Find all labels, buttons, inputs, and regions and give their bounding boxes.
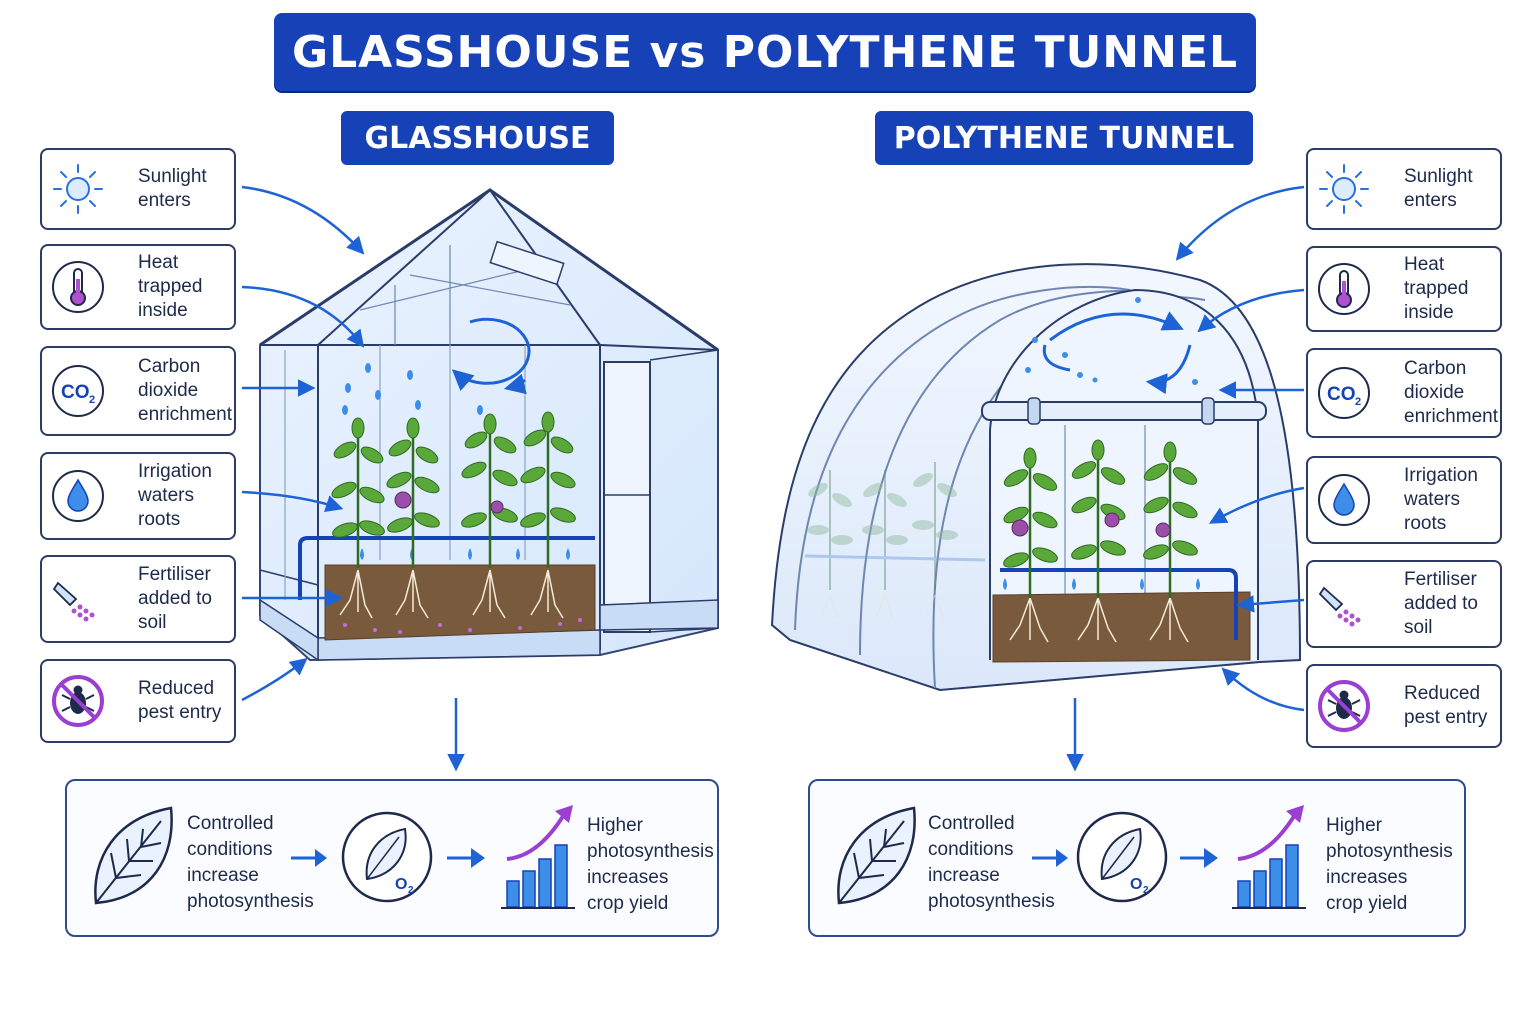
tunnel-heading: POLYTHENE TUNNEL — [875, 111, 1253, 165]
title-banner: GLASSHOUSE vs POLYTHENE TUNNEL — [274, 13, 1256, 91]
factor-label: Sunlight enters — [1404, 166, 1473, 211]
sun-icon — [53, 164, 103, 214]
annotation-arrows — [241, 185, 1305, 772]
thermometer-icon — [1318, 263, 1370, 315]
factor-label: Reduced pest entry — [1404, 683, 1488, 728]
o2-label: O — [1130, 876, 1142, 893]
factor-card-co2: CO 2 Carbon dioxide enrichment — [40, 346, 236, 436]
factor-card-fertiliser: Fertiliser added to soil — [40, 555, 236, 643]
sun-icon — [1319, 164, 1369, 214]
svg-text:2: 2 — [408, 885, 414, 896]
flow-step1-text: Controlled conditions increase photosynt… — [928, 813, 1055, 912]
flow-step3-text: Higher photosynthesis increases crop yie… — [1326, 815, 1453, 914]
tunnel-illustration — [770, 263, 1302, 692]
factor-card-fertiliser: Fertiliser added to soil — [1306, 560, 1502, 648]
factor-label: Irrigation waters roots — [1404, 465, 1478, 534]
co2-label: CO — [1327, 384, 1356, 405]
factor-card-pest: Reduced pest entry — [40, 659, 236, 743]
water-drop-icon — [52, 470, 104, 522]
factor-card-irrigation: Irrigation waters roots — [1306, 456, 1502, 544]
factor-card-heat: Heat trapped inside — [1306, 246, 1502, 332]
arrow-right-icon — [447, 848, 485, 868]
svg-text:2: 2 — [1355, 396, 1361, 408]
fertiliser-scoop-icon — [1318, 586, 1361, 627]
svg-text:2: 2 — [89, 394, 95, 406]
factor-label: Reduced pest entry — [138, 678, 222, 723]
factor-card-sunlight: Sunlight enters — [1306, 148, 1502, 230]
factor-label: Heat trapped inside — [1404, 254, 1469, 323]
leaf-icon — [837, 806, 916, 905]
factor-card-irrigation: Irrigation waters roots — [40, 452, 236, 540]
factor-label: Carbon dioxide enrichment — [138, 356, 232, 425]
growth-bar-chart-icon — [1232, 805, 1306, 909]
factor-card-pest: Reduced pest entry — [1306, 664, 1502, 748]
co2-label: CO — [61, 382, 90, 403]
thermometer-icon — [52, 261, 104, 313]
glasshouse-illustration — [259, 188, 719, 662]
leaf-icon — [94, 806, 173, 905]
factor-label: Sunlight enters — [138, 166, 207, 211]
arrow-right-icon — [291, 849, 327, 867]
fertiliser-scoop-icon — [52, 581, 95, 622]
no-pest-icon — [52, 675, 104, 727]
arrow-right-icon — [1032, 849, 1068, 867]
no-pest-icon — [1318, 680, 1370, 732]
water-drop-icon — [1318, 474, 1370, 526]
co2-icon: CO 2 — [52, 365, 104, 417]
factor-label: Fertiliser added to soil — [1404, 569, 1478, 638]
factor-card-co2: CO 2 Carbon dioxide enrichment — [1306, 348, 1502, 438]
page-title: GLASSHOUSE vs POLYTHENE TUNNEL — [291, 26, 1239, 78]
arrow-right-icon — [1180, 848, 1218, 868]
co2-icon: CO 2 — [1318, 367, 1370, 419]
leaf-oxygen-icon: O 2 — [1076, 811, 1168, 903]
factor-label: Carbon dioxide enrichment — [1404, 358, 1498, 427]
flow-step1-text: Controlled conditions increase photosynt… — [187, 813, 314, 912]
glasshouse-outcome-panel: Controlled conditions increase photosynt… — [65, 779, 719, 937]
factor-label: Fertiliser added to soil — [138, 564, 212, 633]
leaf-oxygen-icon: O 2 — [341, 811, 433, 903]
glasshouse-heading: GLASSHOUSE — [341, 111, 614, 165]
factor-label: Heat trapped inside — [138, 252, 203, 321]
factor-card-sunlight: Sunlight enters — [40, 148, 236, 230]
factor-card-heat: Heat trapped inside — [40, 244, 236, 330]
factor-label: Irrigation waters roots — [138, 461, 212, 530]
flow-step3-text: Higher photosynthesis increases crop yie… — [587, 815, 714, 914]
tunnel-outcome-panel: Controlled conditions increase photosynt… — [808, 779, 1466, 937]
svg-text:2: 2 — [1143, 885, 1149, 896]
o2-label: O — [395, 876, 407, 893]
growth-bar-chart-icon — [501, 805, 575, 909]
